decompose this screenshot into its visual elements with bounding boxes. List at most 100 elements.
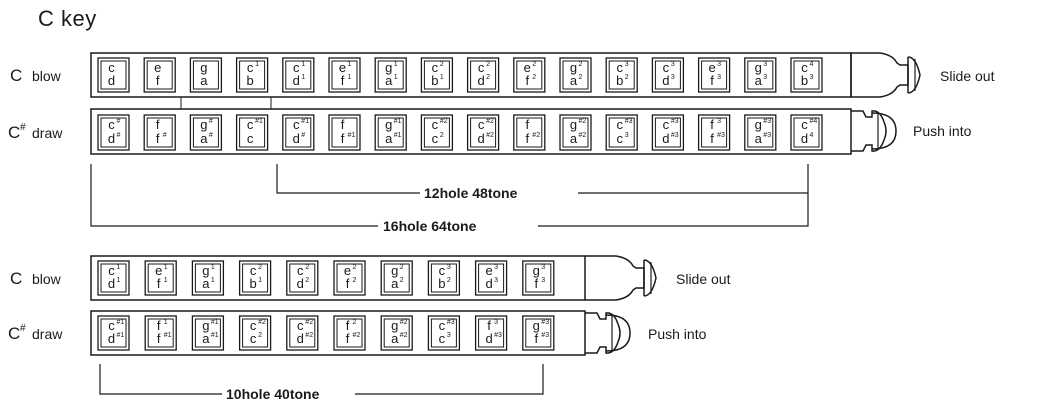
note-box: g#2a#2: [559, 114, 592, 151]
note-bottom-mark: 2: [353, 277, 357, 284]
note-top-mark: 3: [494, 264, 498, 271]
bracket-10-hole: 10hole 40tone: [99, 364, 544, 402]
note-top-mark: 2: [579, 61, 583, 68]
note-bottom: d: [477, 73, 484, 88]
harmonica-16-hole: C blow C # draw Slide out Push into cde: [8, 52, 995, 234]
bracket-16-label: 16hole 64tone: [383, 218, 477, 234]
note-top: c: [250, 318, 257, 333]
draw-key-sharp: #: [20, 122, 26, 133]
note-top: c: [801, 117, 808, 132]
note-bottom: a: [391, 331, 399, 346]
note-top: c: [108, 263, 115, 278]
note-bottom: f: [341, 73, 345, 88]
note-top: c: [108, 117, 115, 132]
note-bottom: d: [662, 131, 669, 146]
note-top: g: [533, 318, 540, 333]
note-top-mark: #1: [301, 118, 309, 125]
note-bottom-mark: #3: [717, 132, 725, 139]
note-box: ff#1: [328, 114, 361, 151]
note-bottom-mark: #: [209, 132, 213, 139]
note-box: c#2d#2: [466, 114, 500, 151]
note-bottom: d: [485, 276, 492, 291]
note-bottom-mark: #1: [164, 332, 172, 339]
note-top-mark: 3: [447, 264, 451, 271]
note-top: c: [439, 263, 446, 278]
note-top: c: [439, 318, 446, 333]
note-top-mark: 3: [494, 319, 498, 326]
note-bottom-mark: #: [163, 132, 167, 139]
note-top: g: [200, 117, 207, 132]
note-top: c: [478, 117, 485, 132]
note-top: e: [524, 60, 531, 75]
note-top-mark: #2: [486, 118, 494, 125]
note-top-mark: #3: [625, 118, 633, 125]
note-top-mark: #3: [447, 319, 455, 326]
push-into-label: Push into: [913, 123, 972, 139]
note-bottom-mark: 4: [810, 132, 814, 139]
note-bottom-mark: #3: [494, 332, 502, 339]
note-bottom: a: [202, 276, 210, 291]
note-top-mark: 1: [164, 264, 168, 271]
note-bottom: f: [156, 73, 160, 88]
note-bottom-mark: 3: [447, 332, 451, 339]
note-bottom: f: [157, 331, 161, 346]
note-bottom-mark: 2: [305, 277, 309, 284]
note-bottom: d: [477, 131, 484, 146]
note-top-mark: 2: [353, 264, 357, 271]
note-bottom-mark: 1: [394, 74, 398, 81]
blow-key-letter: C: [10, 66, 22, 85]
note-top-mark: 1: [394, 61, 398, 68]
note-bottom: d: [485, 331, 492, 346]
note-top-mark: 2: [400, 264, 404, 271]
note-top-mark: 2: [305, 264, 309, 271]
note-top: g: [200, 60, 207, 75]
note-top-mark: #3: [763, 118, 771, 125]
note-bottom: a: [570, 131, 578, 146]
note-top: f: [156, 117, 160, 132]
note-top: c: [663, 60, 670, 75]
note-top: c: [250, 263, 257, 278]
note-top: f: [341, 117, 345, 132]
note-box: cd: [97, 57, 130, 93]
note-top: e: [339, 60, 346, 75]
note-bottom-mark: 2: [486, 74, 490, 81]
note-top-mark: #2: [579, 118, 587, 125]
note-bottom: f: [534, 331, 538, 346]
note-box: c#2d#2: [286, 315, 319, 351]
draw-key-letter: C: [8, 123, 20, 142]
note-top: c: [616, 117, 623, 132]
note-top-mark: 4: [810, 61, 814, 68]
note-bottom: b: [246, 73, 253, 88]
note-bottom: f: [525, 73, 529, 88]
note-top: c: [297, 318, 304, 333]
note-bottom: d: [108, 73, 115, 88]
note-bottom: b: [431, 73, 438, 88]
note-bottom-mark: 2: [532, 74, 536, 81]
note-top: g: [755, 117, 762, 132]
note-bottom-mark: 1: [440, 74, 444, 81]
note-top-mark: 3: [625, 61, 629, 68]
note-bottom: b: [616, 73, 623, 88]
note-bottom: d: [108, 276, 115, 291]
note-box: c#1d#: [282, 114, 315, 151]
note-top: c: [432, 60, 439, 75]
note-bottom-mark: #1: [394, 132, 402, 139]
note-box: g#1a#1: [191, 315, 225, 351]
note-bottom-mark: 3: [763, 74, 767, 81]
note-bottom: c: [250, 331, 257, 346]
note-bottom-mark: 2: [400, 277, 404, 284]
note-top-mark: #1: [211, 319, 219, 326]
